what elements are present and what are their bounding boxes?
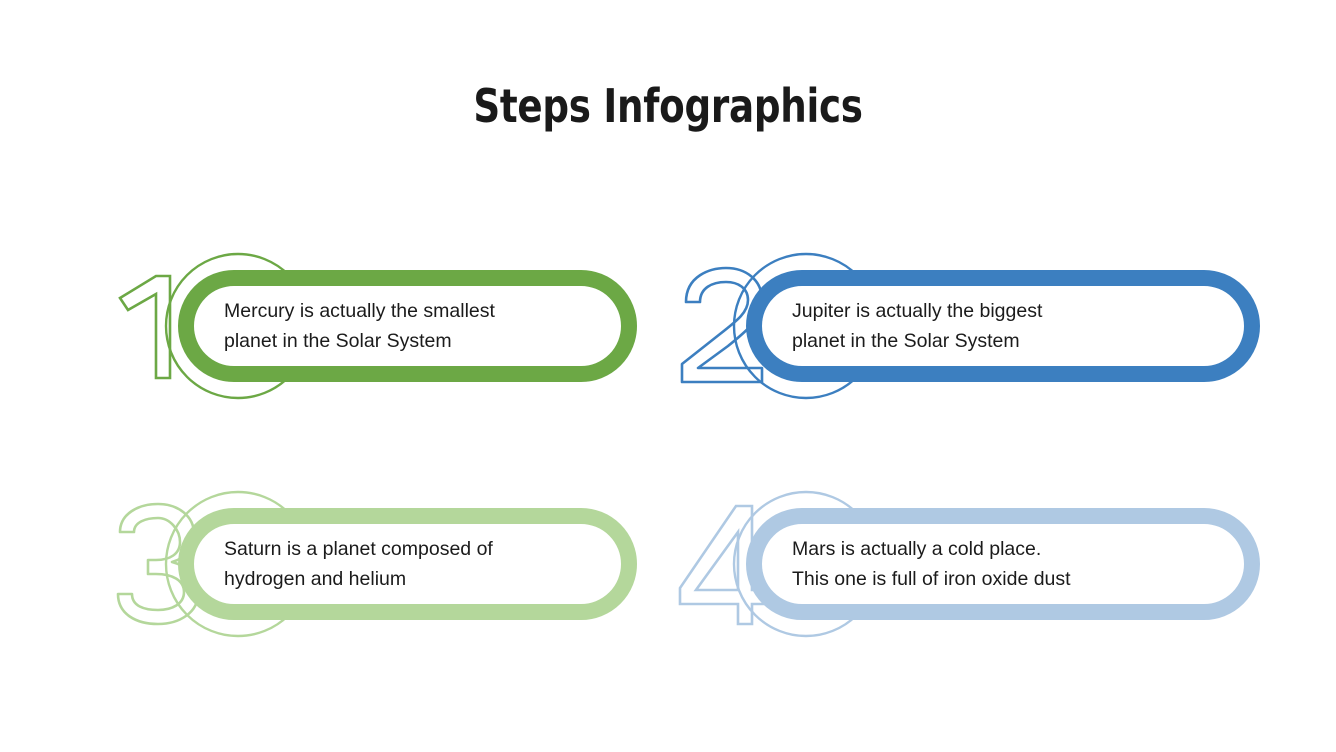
step-2-pill[interactable]: Jupiter is actually the biggest planet i… [746,270,1260,382]
step-item-4[interactable]: Mars is actually a cold place. This one … [676,488,1296,658]
step-1-pill[interactable]: Mercury is actually the smallest planet … [178,270,637,382]
step-1-numeral-outline [118,274,172,380]
step-item-1[interactable]: Mercury is actually the smallest planet … [108,250,728,420]
step-1-text: Mercury is actually the smallest planet … [224,299,495,352]
step-3-text: Saturn is a planet composed of hydrogen … [224,537,493,590]
step-2-text: Jupiter is actually the biggest planet i… [792,299,1043,352]
step-item-2[interactable]: Jupiter is actually the biggest planet i… [676,250,1296,420]
step-4-pill[interactable]: Mars is actually a cold place. This one … [746,508,1260,620]
page-title: Steps Infographics [473,79,863,133]
step-item-3[interactable]: Saturn is a planet composed of hydrogen … [108,488,728,658]
step-4-text: Mars is actually a cold place. This one … [792,537,1071,590]
step-3-pill[interactable]: Saturn is a planet composed of hydrogen … [178,508,637,620]
